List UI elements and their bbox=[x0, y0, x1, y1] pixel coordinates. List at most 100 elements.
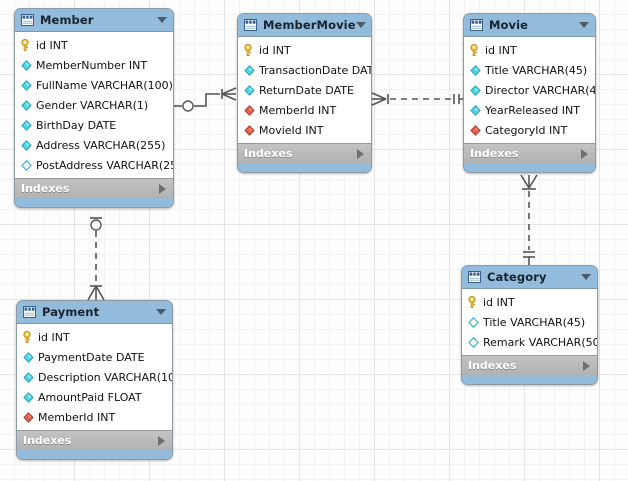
table-column-row[interactable]: Description VARCHAR(100) bbox=[17, 367, 172, 387]
table-column-label: FullName VARCHAR(100) bbox=[36, 78, 173, 92]
chevron-down-icon[interactable] bbox=[579, 22, 589, 28]
table-icon bbox=[468, 271, 481, 283]
table-columns: id INT PaymentDate DATE Description VARCHA… bbox=[17, 324, 172, 430]
column-diamond-icon bbox=[22, 391, 35, 404]
table-columns: id INT TransactionDate DATE ReturnDate DAT… bbox=[238, 37, 371, 143]
table-title-bar[interactable]: Member bbox=[15, 9, 173, 32]
column-diamond-icon bbox=[469, 64, 482, 77]
nullable-diamond-icon bbox=[467, 336, 480, 349]
table-name: Member bbox=[40, 13, 94, 27]
table-name: MemberMovie bbox=[263, 18, 356, 32]
table-column-row[interactable]: Title VARCHAR(45) bbox=[462, 312, 597, 332]
table-bottom-strip bbox=[238, 163, 371, 172]
table-column-label: id INT bbox=[36, 38, 68, 52]
table-node-member[interactable]: Member id INT MemberNumber INT FullName VAR… bbox=[14, 8, 174, 208]
table-column-row[interactable]: Gender VARCHAR(1) bbox=[15, 95, 173, 115]
chevron-right-icon[interactable] bbox=[581, 148, 588, 159]
table-node-movie[interactable]: Movie id INT Title VARCHAR(45) Director VAR… bbox=[463, 13, 596, 173]
table-column-row[interactable]: AmountPaid FLOAT bbox=[17, 387, 172, 407]
table-column-label: AmountPaid FLOAT bbox=[38, 390, 142, 404]
chevron-right-icon[interactable] bbox=[158, 435, 165, 446]
table-column-row[interactable]: BirthDay DATE bbox=[15, 115, 173, 135]
chevron-right-icon[interactable] bbox=[357, 148, 364, 159]
chevron-down-icon[interactable] bbox=[156, 309, 166, 315]
column-diamond-icon bbox=[20, 99, 33, 112]
table-column-row[interactable]: ReturnDate DATE bbox=[238, 80, 371, 100]
relationship-member-payment[interactable] bbox=[80, 212, 114, 304]
table-column-row[interactable]: MemberId INT bbox=[238, 100, 371, 120]
table-title-bar[interactable]: MemberMovie bbox=[238, 14, 371, 37]
fk-diamond-icon bbox=[243, 124, 256, 137]
table-column-label: CategoryId INT bbox=[485, 123, 568, 137]
indexes-label: Indexes bbox=[470, 147, 519, 160]
nullable-diamond-icon bbox=[467, 316, 480, 329]
table-column-label: YearReleased INT bbox=[485, 103, 580, 117]
table-name: Payment bbox=[42, 305, 100, 319]
table-column-label: TransactionDate DATE bbox=[259, 63, 372, 77]
table-column-label: id INT bbox=[38, 330, 70, 344]
table-column-label: MemberId INT bbox=[259, 103, 337, 117]
table-column-row[interactable]: Director VARCHAR(45) bbox=[464, 80, 595, 100]
table-column-row[interactable]: Remark VARCHAR(500) bbox=[462, 332, 597, 352]
chevron-down-icon[interactable] bbox=[157, 17, 167, 23]
table-bottom-strip bbox=[17, 450, 172, 459]
table-column-row[interactable]: id INT bbox=[15, 35, 173, 55]
table-column-row[interactable]: id INT bbox=[462, 292, 597, 312]
chevron-right-icon[interactable] bbox=[159, 183, 166, 194]
table-column-row[interactable]: Title VARCHAR(45) bbox=[464, 60, 595, 80]
table-column-row[interactable]: TransactionDate DATE bbox=[238, 60, 371, 80]
chevron-down-icon[interactable] bbox=[581, 274, 591, 280]
relationship-membermovie-movie[interactable] bbox=[370, 88, 466, 112]
table-column-label: Director VARCHAR(45) bbox=[485, 83, 596, 97]
chevron-right-icon[interactable] bbox=[583, 360, 590, 371]
table-column-row[interactable]: id INT bbox=[464, 40, 595, 60]
table-column-label: MovieId INT bbox=[259, 123, 324, 137]
table-column-label: Title VARCHAR(45) bbox=[483, 315, 586, 329]
table-column-row[interactable]: Address VARCHAR(255) bbox=[15, 135, 173, 155]
table-column-row[interactable]: MovieId INT bbox=[238, 120, 371, 140]
table-icon bbox=[21, 14, 34, 26]
table-node-category[interactable]: Category id INT Title VARCHAR(45) Remark VA… bbox=[461, 265, 598, 385]
table-title-bar[interactable]: Movie bbox=[464, 14, 595, 37]
column-diamond-icon bbox=[469, 104, 482, 117]
table-node-payment[interactable]: Payment id INT PaymentDate DATE Description… bbox=[16, 300, 173, 460]
indexes-label: Indexes bbox=[23, 434, 72, 447]
table-column-label: id INT bbox=[485, 43, 517, 57]
indexes-section-header[interactable]: Indexes bbox=[15, 178, 173, 198]
table-title-bar[interactable]: Payment bbox=[17, 301, 172, 324]
indexes-section-header[interactable]: Indexes bbox=[17, 430, 172, 450]
indexes-section-header[interactable]: Indexes bbox=[238, 143, 371, 163]
table-column-row[interactable]: YearReleased INT bbox=[464, 100, 595, 120]
table-title-bar[interactable]: Category bbox=[462, 266, 597, 289]
table-column-row[interactable]: PostAddress VARCHAR(255) bbox=[15, 155, 173, 175]
column-diamond-icon bbox=[469, 84, 482, 97]
indexes-section-header[interactable]: Indexes bbox=[464, 143, 595, 163]
table-columns: id INT Title VARCHAR(45) Remark VARCHAR(50… bbox=[462, 289, 597, 355]
table-column-row[interactable]: id INT bbox=[17, 327, 172, 347]
column-diamond-icon bbox=[22, 371, 35, 384]
table-columns: id INT Title VARCHAR(45) Director VARCHAR(… bbox=[464, 37, 595, 143]
table-node-membermovie[interactable]: MemberMovie id INT TransactionDate DATE Ret… bbox=[237, 13, 372, 173]
indexes-section-header[interactable]: Indexes bbox=[462, 355, 597, 375]
column-diamond-icon bbox=[20, 119, 33, 132]
relationship-movie-category[interactable] bbox=[513, 172, 547, 268]
indexes-label: Indexes bbox=[468, 359, 517, 372]
table-bottom-strip bbox=[464, 163, 595, 172]
table-column-row[interactable]: MemberId INT bbox=[17, 407, 172, 427]
pk-key-icon bbox=[469, 43, 482, 57]
relationship-member-membermovie[interactable] bbox=[172, 84, 242, 118]
table-column-row[interactable]: PaymentDate DATE bbox=[17, 347, 172, 367]
table-column-label: Description VARCHAR(100) bbox=[38, 370, 173, 384]
table-bottom-strip bbox=[15, 198, 173, 207]
column-diamond-icon bbox=[20, 59, 33, 72]
pk-key-icon bbox=[20, 38, 33, 52]
table-column-label: Gender VARCHAR(1) bbox=[36, 98, 149, 112]
table-column-row[interactable]: MemberNumber INT bbox=[15, 55, 173, 75]
table-column-row[interactable]: CategoryId INT bbox=[464, 120, 595, 140]
column-diamond-icon bbox=[20, 79, 33, 92]
table-column-row[interactable]: id INT bbox=[238, 40, 371, 60]
indexes-label: Indexes bbox=[244, 147, 293, 160]
chevron-down-icon[interactable] bbox=[355, 22, 366, 28]
table-column-row[interactable]: FullName VARCHAR(100) bbox=[15, 75, 173, 95]
